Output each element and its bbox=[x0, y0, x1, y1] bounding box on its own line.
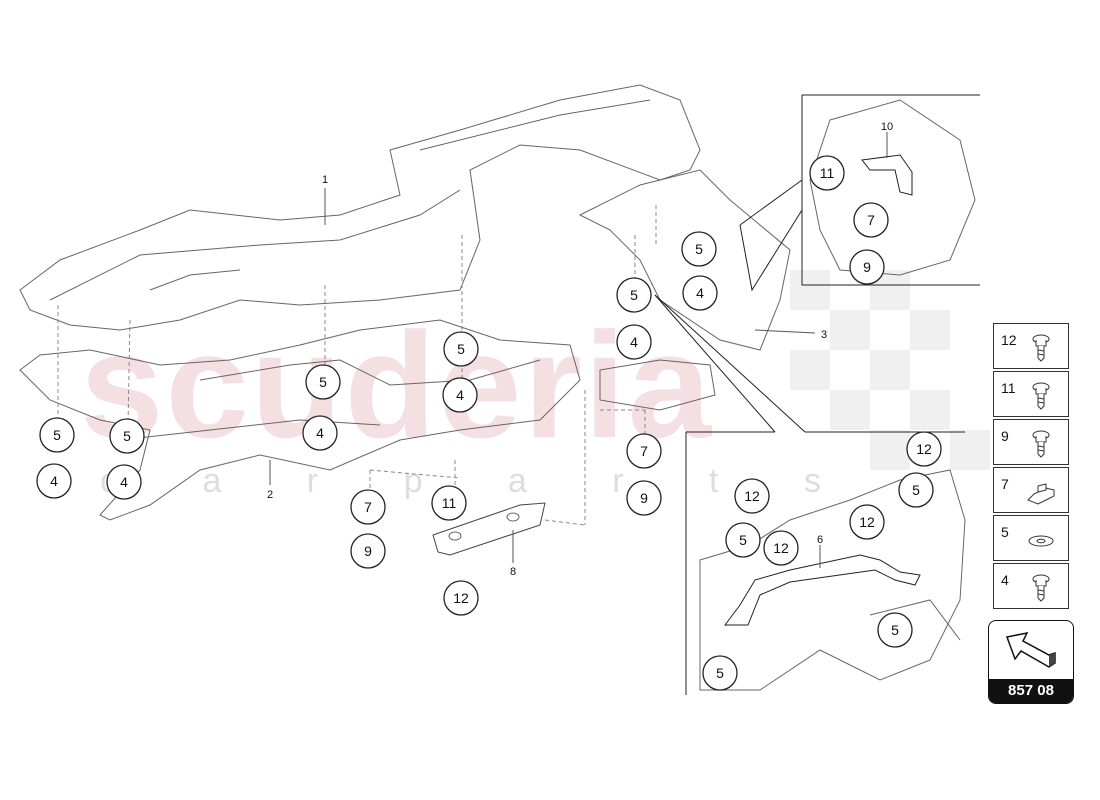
part-2-outline bbox=[19, 319, 581, 521]
part-1-outline bbox=[19, 84, 701, 331]
callout-number: 7 bbox=[364, 499, 372, 515]
legend-item: 11 bbox=[993, 371, 1069, 417]
screw-icon bbox=[1024, 426, 1058, 460]
callout-circle bbox=[725, 522, 761, 558]
callout-number: 11 bbox=[820, 165, 835, 181]
legend-item: 4 bbox=[993, 563, 1069, 609]
callout-circle bbox=[109, 418, 145, 454]
callout-number: 1 bbox=[322, 174, 328, 186]
callout-number: 9 bbox=[863, 259, 871, 275]
screw-icon bbox=[1024, 570, 1058, 604]
legend-number: 11 bbox=[1001, 380, 1016, 396]
direction-arrow-icon bbox=[1005, 631, 1056, 668]
callout-number: 8 bbox=[510, 566, 516, 578]
callout-number: 9 bbox=[640, 490, 648, 506]
legend-item: 7 bbox=[993, 467, 1069, 513]
diagram-code: 857 08 bbox=[989, 679, 1073, 703]
callout-circle bbox=[39, 417, 75, 453]
callout-number: 2 bbox=[267, 489, 273, 501]
callout-circle bbox=[702, 655, 738, 691]
legend-number: 4 bbox=[1001, 572, 1009, 588]
callout-circle bbox=[431, 485, 467, 521]
callout-circle bbox=[106, 464, 142, 500]
callout-number: 4 bbox=[316, 425, 324, 441]
callout-circle bbox=[443, 331, 479, 367]
callout-number: 6 bbox=[817, 534, 823, 546]
callout-circle bbox=[442, 377, 478, 413]
callout-circle bbox=[626, 433, 662, 469]
callout-circle bbox=[906, 431, 942, 467]
part-3-outline bbox=[578, 169, 791, 351]
callout-number: 4 bbox=[630, 334, 638, 350]
callout-number: 7 bbox=[640, 443, 648, 459]
callout-number: 5 bbox=[457, 341, 465, 357]
callout-number: 4 bbox=[696, 285, 704, 301]
callout-number: 5 bbox=[123, 428, 131, 444]
callout-number: 4 bbox=[120, 474, 128, 490]
callout-circle bbox=[616, 277, 652, 313]
callout-number: 5 bbox=[716, 665, 724, 681]
callout-number: 5 bbox=[53, 427, 61, 443]
callout-number: 12 bbox=[859, 514, 875, 530]
callout-number: 5 bbox=[912, 482, 920, 498]
callout-number: 5 bbox=[319, 374, 327, 390]
legend-number: 12 bbox=[1001, 332, 1017, 348]
legend-item: 5 bbox=[993, 515, 1069, 561]
callout-number: 12 bbox=[453, 590, 469, 606]
callout-circle bbox=[682, 275, 718, 311]
diagram-code-box: 857 08 bbox=[988, 620, 1074, 704]
callout-circle bbox=[763, 530, 799, 566]
callout-circle bbox=[849, 249, 885, 285]
callout-circle bbox=[302, 415, 338, 451]
part-6-bracket bbox=[724, 554, 921, 626]
callout-number: 3 bbox=[821, 329, 827, 341]
legend-number: 5 bbox=[1001, 524, 1009, 540]
callout-circle bbox=[443, 580, 479, 616]
checker-watermark bbox=[790, 270, 990, 470]
callout-circle bbox=[734, 478, 770, 514]
callout-number: 12 bbox=[916, 441, 932, 457]
callout-circle bbox=[350, 489, 386, 525]
callout-circle bbox=[616, 324, 652, 360]
callout-number: 12 bbox=[744, 488, 760, 504]
callout-number: 9 bbox=[364, 543, 372, 559]
legend-item: 9 bbox=[993, 419, 1069, 465]
callout-circle bbox=[853, 202, 889, 238]
callout-number: 7 bbox=[867, 212, 875, 228]
callout-number: 10 bbox=[881, 121, 893, 133]
washer-icon bbox=[1024, 522, 1058, 556]
callout-number: 5 bbox=[739, 532, 747, 548]
callout-circle bbox=[305, 364, 341, 400]
part-8-outline bbox=[432, 502, 546, 556]
callout-number: 5 bbox=[695, 241, 703, 257]
callout-number: 5 bbox=[891, 622, 899, 638]
screw-icon bbox=[1024, 330, 1058, 364]
callout-circle bbox=[877, 612, 913, 648]
part-10-bracket bbox=[861, 154, 913, 196]
callout-number: 4 bbox=[456, 387, 464, 403]
callout-number: 4 bbox=[50, 473, 58, 489]
callout-circle bbox=[350, 533, 386, 569]
callout-circle bbox=[626, 480, 662, 516]
callout-number: 5 bbox=[630, 287, 638, 303]
legend-item: 12 bbox=[993, 323, 1069, 369]
callout-circle bbox=[681, 231, 717, 267]
callout-number: 12 bbox=[773, 540, 789, 556]
screw-icon bbox=[1024, 378, 1058, 412]
callout-circle bbox=[898, 472, 934, 508]
callout-number: 11 bbox=[442, 495, 457, 511]
legend-number: 7 bbox=[1001, 476, 1009, 492]
clip-icon bbox=[1024, 474, 1058, 508]
callout-circle bbox=[809, 155, 845, 191]
legend-number: 9 bbox=[1001, 428, 1009, 444]
callout-circle bbox=[849, 504, 885, 540]
callout-circle bbox=[36, 463, 72, 499]
